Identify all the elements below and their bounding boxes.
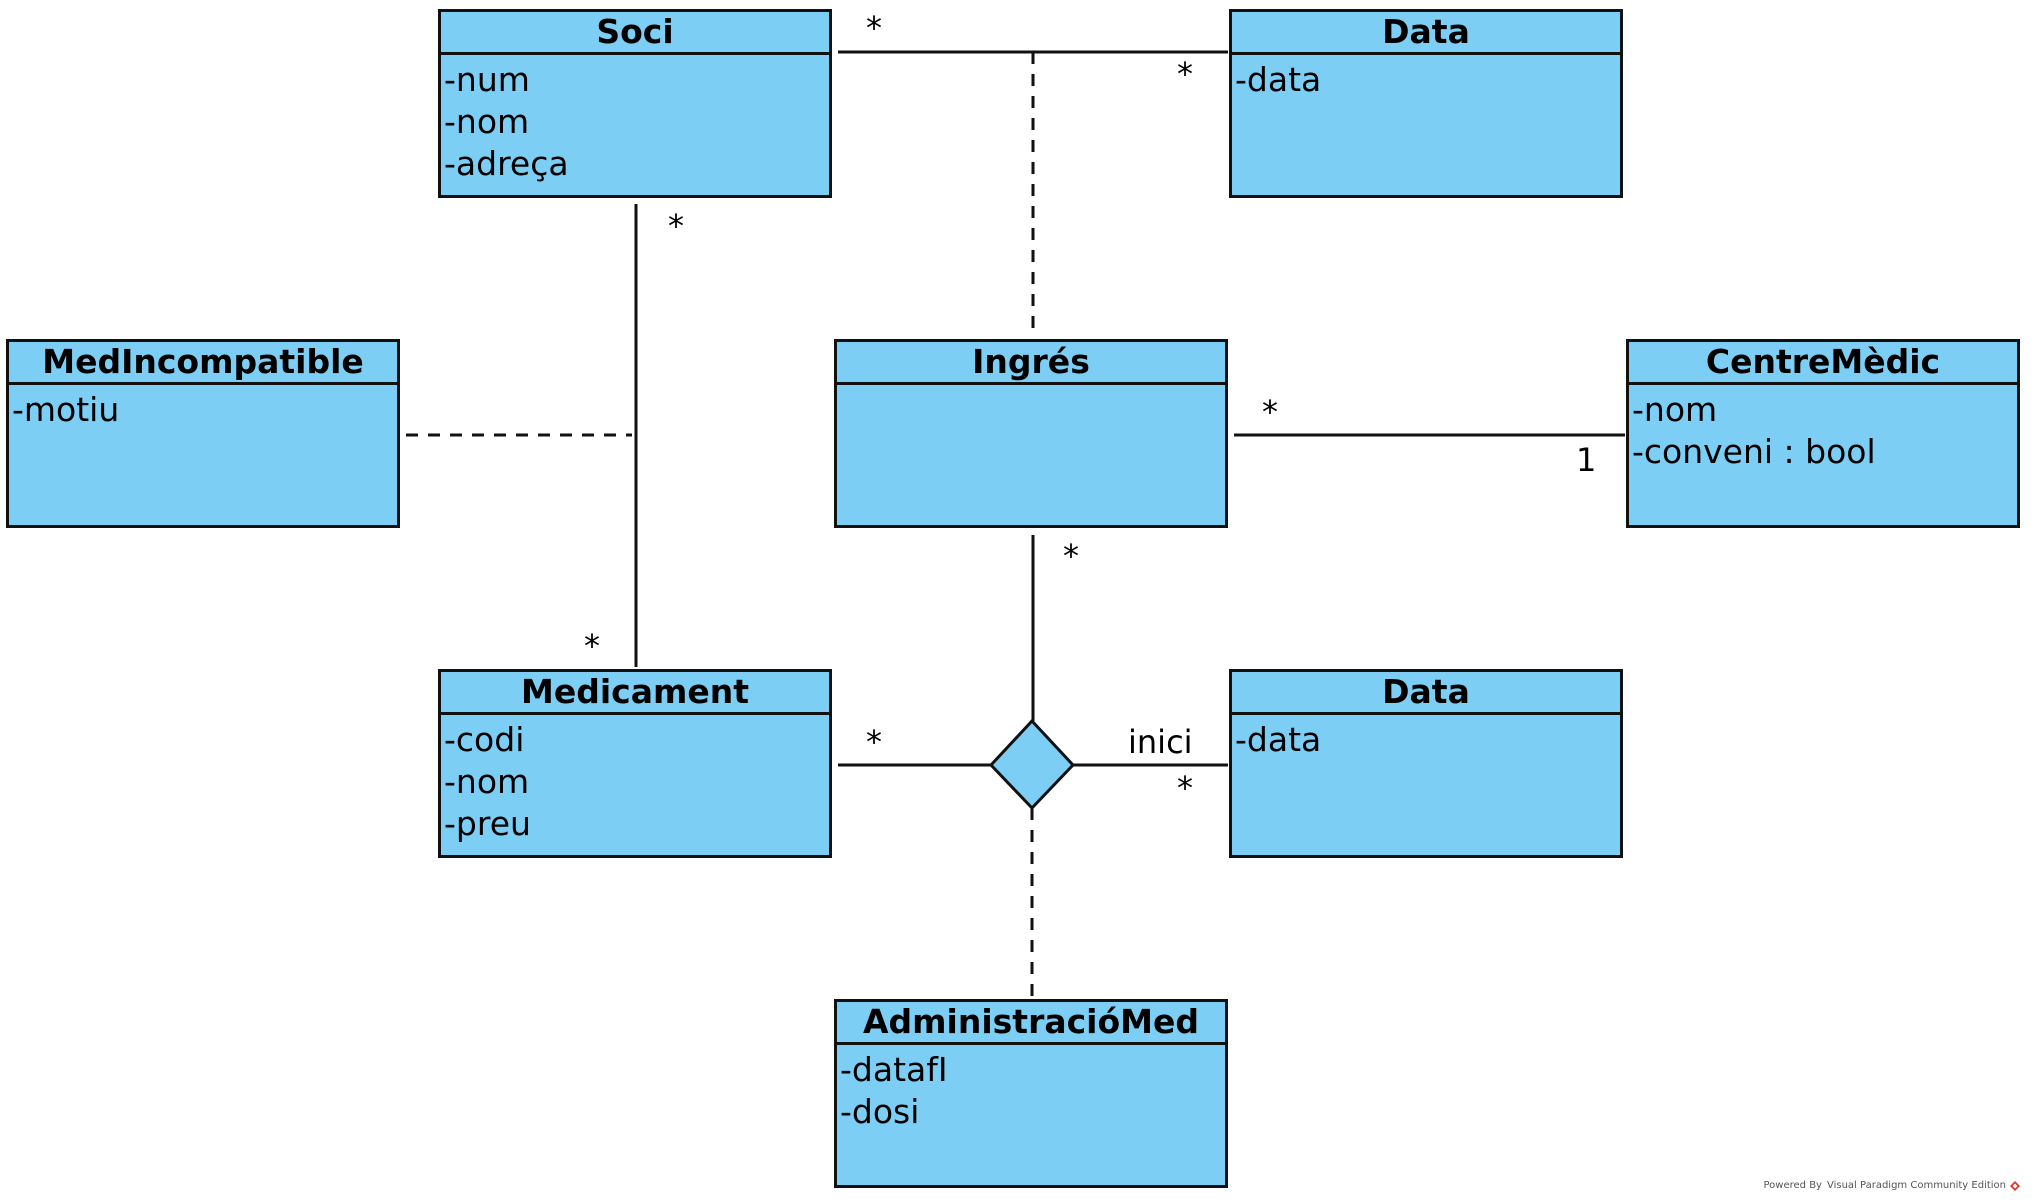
multiplicity-data-ternary: * (1177, 769, 1193, 807)
class-attribute: -adreça (444, 144, 569, 183)
class-medincompatible[interactable]: MedIncompatible -motiu (6, 339, 400, 528)
multiplicity-soci-data-left: * (866, 9, 882, 47)
class-attribute: -nom (444, 102, 530, 141)
multiplicity-ingres-centre-right: 1 (1576, 441, 1597, 479)
class-name: Data (1232, 672, 1620, 715)
class-attribute: -data (1235, 60, 1322, 99)
multiplicity-ingres-centre-left: * (1262, 393, 1278, 431)
class-attribute: -dosi (840, 1092, 920, 1131)
class-medicament[interactable]: Medicament -codi -nom -preu (438, 669, 832, 858)
class-administraciomed[interactable]: AdministracióMed -datafI -dosi (834, 999, 1228, 1188)
class-name: Soci (441, 12, 829, 55)
multiplicity-soci-data-right: * (1177, 55, 1193, 93)
class-attribute: -datafI (840, 1050, 948, 1089)
class-name: Data (1232, 12, 1620, 55)
class-attribute: -motiu (12, 390, 120, 429)
class-attribute: -nom (444, 762, 530, 801)
class-attribute: -data (1235, 720, 1322, 759)
class-attribute: -preu (444, 804, 531, 843)
class-name: AdministracióMed (837, 1002, 1225, 1045)
role-label-inici: inici (1128, 723, 1193, 761)
class-name: Medicament (441, 672, 829, 715)
class-soci[interactable]: Soci -num -nom -adreça (438, 9, 832, 198)
watermark-text: Powered By Visual Paradigm Community Edi… (1763, 1180, 2007, 1191)
class-name: CentreMèdic (1629, 342, 2017, 385)
class-centremedic[interactable]: CentreMèdic -nom -conveni : bool (1626, 339, 2020, 528)
visual-paradigm-logo-icon (2010, 1180, 2020, 1191)
class-ingres[interactable]: Ingrés (834, 339, 1228, 528)
multiplicity-soci-medicament-bottom: * (584, 627, 600, 665)
class-attribute: -num (444, 60, 530, 99)
class-name: MedIncompatible (9, 342, 397, 385)
class-attribute: -codi (444, 720, 525, 759)
ternary-association-diamond (988, 718, 1076, 811)
class-attribute: -conveni : bool (1632, 432, 1876, 471)
class-name: Ingrés (837, 342, 1225, 385)
multiplicity-ingres-ternary: * (1063, 537, 1079, 575)
powered-by-watermark: Powered By Visual Paradigm Community Edi… (1763, 1180, 2020, 1191)
class-data-bottom[interactable]: Data -data (1229, 669, 1623, 858)
multiplicity-soci-medicament-top: * (668, 207, 684, 245)
class-data-top[interactable]: Data -data (1229, 9, 1623, 198)
multiplicity-medicament-ternary: * (866, 723, 882, 761)
class-attribute: -nom (1632, 390, 1718, 429)
